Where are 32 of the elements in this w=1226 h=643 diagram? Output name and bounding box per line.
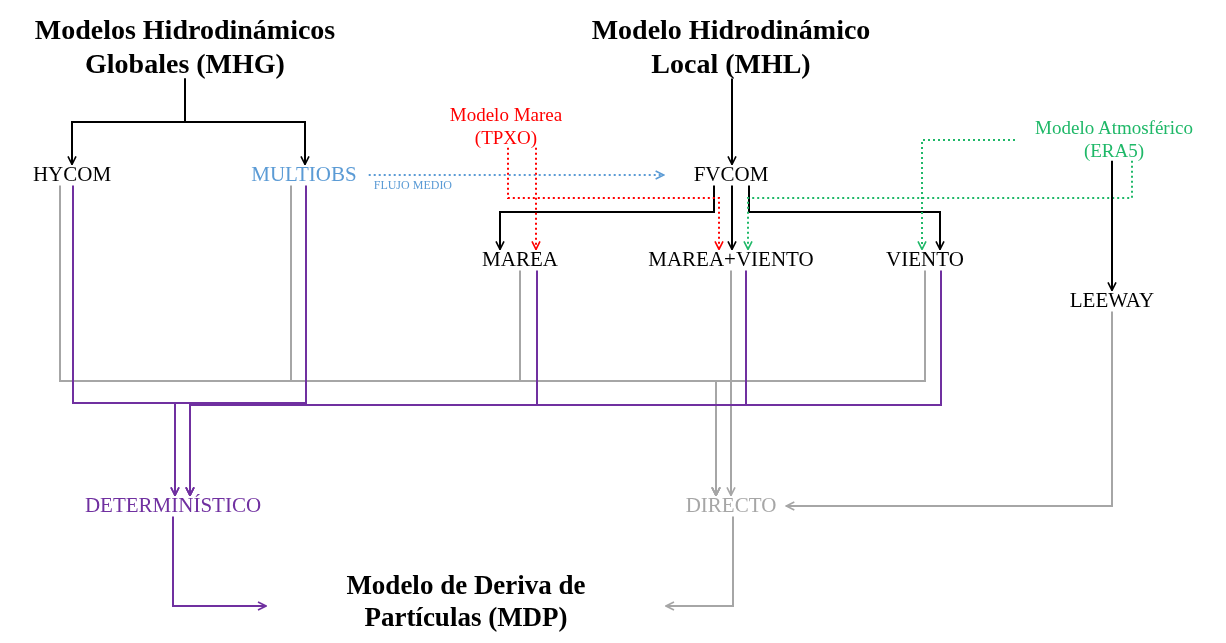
scenario-label: VIENTO [886, 247, 964, 273]
arrow [184, 77, 310, 166]
arrow [170, 184, 307, 497]
arrow [917, 139, 1016, 251]
arrow [665, 515, 734, 611]
method-label: DETERMINÍSTICO [84, 493, 262, 519]
arrow [172, 515, 267, 611]
heading: Modelo de Deriva de Partículas (MDP) [306, 568, 626, 634]
arrow [531, 146, 541, 251]
model-label: Modelo Atmosférico (ERA5) [1019, 117, 1209, 163]
arrow [743, 159, 1133, 251]
arrow [185, 269, 942, 497]
arrow [367, 170, 665, 180]
scenario-label: MAREA+VIENTO [648, 247, 814, 273]
arrow [727, 77, 737, 166]
arrow [726, 269, 736, 497]
model-label: MULTIOBS [251, 162, 357, 188]
arrow [507, 146, 724, 251]
model-label: HYCOM [32, 162, 112, 188]
model-label: FVCOM [693, 162, 769, 188]
scenario-label: MAREA [482, 247, 558, 273]
heading: Modelo Hidrodinámico Local (MHL) [558, 13, 904, 81]
arrow [1107, 159, 1117, 292]
arrow [727, 184, 737, 251]
arrow [495, 184, 715, 251]
model-label: Modelo Marea (TPXO) [436, 104, 576, 150]
heading: Modelos Hidrodinámicos Globales (MHG) [0, 13, 375, 81]
arrow [785, 310, 1113, 511]
model-label: LEEWAY [1069, 288, 1155, 314]
arrow [748, 184, 945, 251]
method-label: DIRECTO [685, 493, 777, 519]
arrow [711, 269, 926, 497]
